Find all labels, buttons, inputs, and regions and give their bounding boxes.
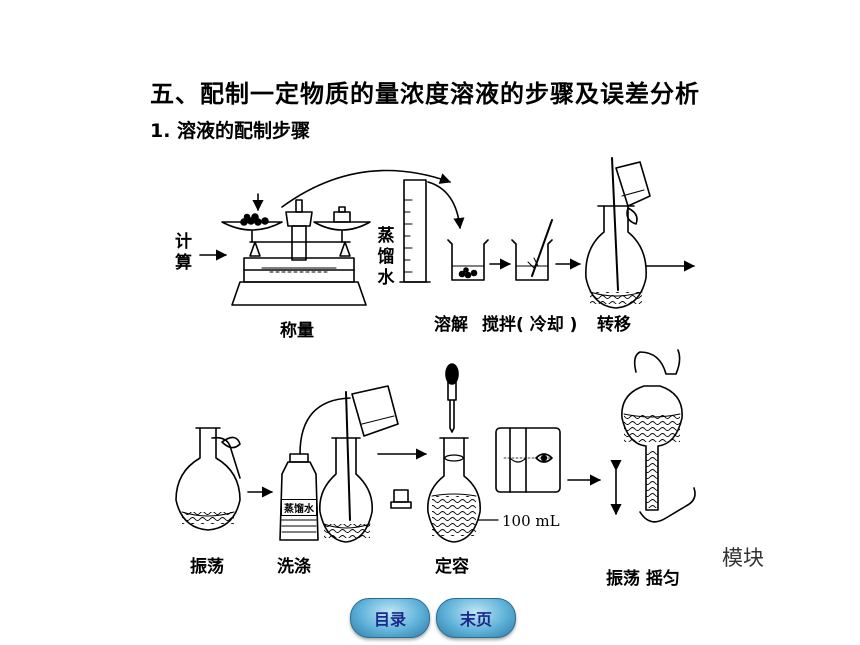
volume-mark-label: 100 mL bbox=[502, 512, 560, 530]
last-page-button[interactable]: 末页 bbox=[436, 598, 516, 638]
shake-mix-label: 振荡 摇匀 bbox=[606, 569, 680, 589]
wash-label: 洗涤 bbox=[277, 557, 311, 577]
stir-cool-label: 搅拌( 冷却 ) bbox=[482, 315, 578, 335]
section-subtitle: 1. 溶液的配制步骤 bbox=[150, 120, 311, 142]
toc-button-label: 目录 bbox=[373, 610, 406, 629]
wash-bottle-text: 蒸馏水 bbox=[281, 499, 317, 516]
calculate-label: 计算 bbox=[175, 232, 192, 273]
beaker-stir bbox=[511, 219, 553, 281]
flask-invert-mix bbox=[610, 349, 696, 523]
graduated-cylinder bbox=[399, 179, 465, 283]
wash-bottle bbox=[279, 397, 351, 541]
beaker-dissolve bbox=[447, 239, 489, 281]
meniscus-detail bbox=[495, 427, 561, 493]
weigh-label: 称量 bbox=[280, 321, 314, 341]
flask-shake bbox=[175, 427, 241, 531]
flask-constant-volume bbox=[427, 437, 499, 543]
toc-button[interactable]: 目录 bbox=[350, 598, 430, 638]
distilled-water-label: 蒸馏水 bbox=[377, 226, 395, 288]
flask-wash bbox=[319, 385, 399, 543]
stopper bbox=[390, 489, 412, 509]
last-page-button-label: 末页 bbox=[459, 610, 492, 629]
transfer-label: 转移 bbox=[597, 315, 631, 335]
balance-illustration bbox=[199, 169, 452, 306]
page-title: 五、配制一定物质的量浓度溶液的步骤及误差分析 bbox=[150, 80, 700, 108]
module-text: 模块 bbox=[722, 546, 764, 570]
dropper bbox=[445, 363, 459, 433]
dissolve-label: 溶解 bbox=[434, 315, 468, 335]
flask-transfer bbox=[585, 157, 651, 309]
shake-label: 振荡 bbox=[190, 557, 224, 577]
constant-volume-label: 定容 bbox=[435, 557, 469, 577]
